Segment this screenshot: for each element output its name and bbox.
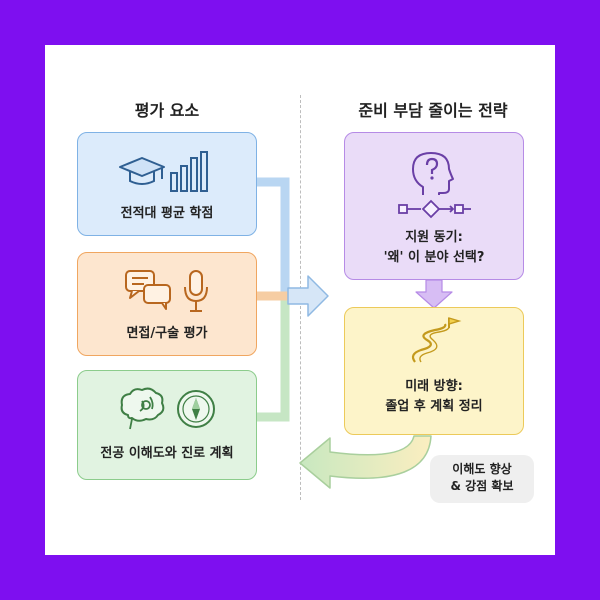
factor-box-major: 전공 이해도와 진로 계획 bbox=[77, 370, 257, 480]
strategy-box-motivation: 지원 동기: '왜' 이 분야 선택? bbox=[344, 132, 524, 280]
winding-road-flag-icon bbox=[411, 317, 462, 363]
return-arrow bbox=[299, 435, 432, 489]
speech-microphone-icon bbox=[125, 270, 208, 312]
down-arrow bbox=[415, 279, 453, 309]
strategy-box-future: 미래 방향: 졸업 후 계획 정리 bbox=[344, 307, 524, 435]
factor-label-gpa: 전적대 평균 학점 bbox=[120, 206, 214, 221]
result-line1: 이해도 향상 bbox=[452, 462, 512, 476]
green-connector bbox=[257, 296, 290, 422]
strategy-motivation-line2: '왜' 이 분야 선택? bbox=[383, 250, 485, 265]
result-line2: & 강점 확보 bbox=[450, 479, 514, 493]
result-bubble: 이해도 향상 & 강점 확보 bbox=[430, 455, 534, 503]
head-question-flow-icon bbox=[398, 152, 471, 219]
right-heading: 준비 부담 줄이는 전략 bbox=[358, 101, 508, 120]
factor-label-major: 전공 이해도와 진로 계획 bbox=[100, 446, 234, 461]
left-heading: 평가 요소 bbox=[134, 101, 200, 120]
factor-label-interview: 면접/구술 평가 bbox=[126, 326, 208, 341]
factor-box-interview: 면접/구술 평가 bbox=[77, 252, 257, 356]
strategy-future-line1: 미래 방향: bbox=[405, 379, 463, 394]
factor-box-gpa: 전적대 평균 학점 bbox=[77, 132, 257, 236]
strategy-future-line2: 졸업 후 계획 정리 bbox=[385, 399, 483, 414]
merge-arrow bbox=[287, 275, 329, 317]
graduation-cap-chart-icon bbox=[119, 151, 208, 192]
brain-compass-icon bbox=[120, 387, 215, 430]
strategy-motivation-line1: 지원 동기: bbox=[405, 230, 463, 245]
blue-connector bbox=[257, 177, 290, 296]
